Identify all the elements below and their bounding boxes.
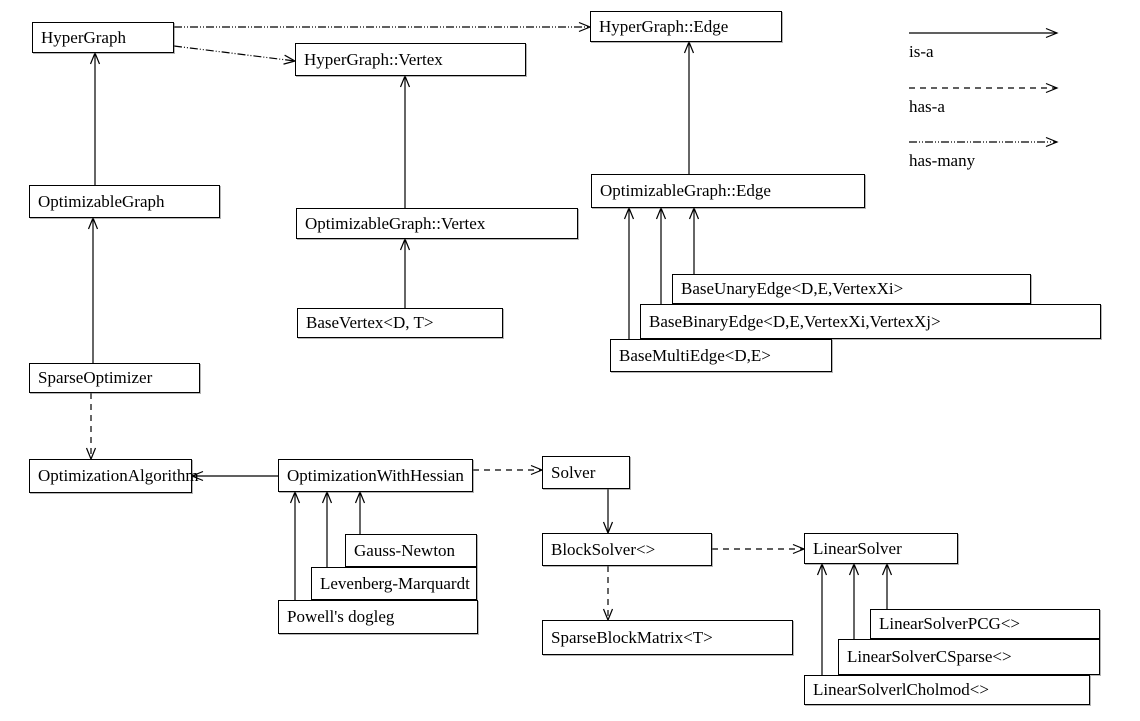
node-powells-dogleg: Powell's dogleg	[278, 600, 478, 634]
node-label: HyperGraph::Vertex	[304, 49, 443, 69]
node-label: OptimizationAlgorithm	[38, 466, 199, 485]
node-label: BaseUnaryEdge<D,E,VertexXi>	[681, 279, 904, 298]
node-sparse-block-matrix: SparseBlockMatrix<T>	[542, 620, 793, 655]
node-linear-solver: LinearSolver	[804, 533, 958, 564]
node-label: Solver	[551, 462, 596, 482]
node-label: OptimizableGraph::Vertex	[305, 213, 486, 233]
node-label: BaseBinaryEdge<D,E,VertexXi,VertexXj>	[649, 311, 941, 331]
node-base-unary-edge: BaseUnaryEdge<D,E,VertexXi>	[672, 274, 1031, 304]
node-label: BlockSolver<>	[551, 539, 656, 559]
node-label: SparseOptimizer	[38, 368, 153, 387]
node-base-vertex: BaseVertex<D, T>	[297, 308, 503, 338]
node-label: OptimizableGraph::Edge	[600, 181, 771, 200]
node-label: LinearSolver	[813, 538, 902, 558]
node-optimization-with-hessian: OptimizationWithHessian	[278, 459, 473, 492]
node-block-solver: BlockSolver<>	[542, 533, 712, 566]
node-linear-solver-pcg: LinearSolverPCG<>	[870, 609, 1100, 639]
node-gauss-newton: Gauss-Newton	[345, 534, 477, 567]
node-hypergraph-edge: HyperGraph::Edge	[590, 11, 782, 42]
node-label: OptimizableGraph	[38, 191, 165, 211]
node-optimizable-graph: OptimizableGraph	[29, 185, 220, 218]
node-solver: Solver	[542, 456, 630, 489]
node-linear-solver-cholmod: LinearSolverlCholmod<>	[804, 675, 1090, 705]
edge-has-many-hypergraph--hypergraph-vertex	[173, 45, 297, 65]
legend-label-has-many: has-many	[909, 151, 976, 170]
node-hypergraph: HyperGraph	[32, 22, 174, 53]
legend-label-is-a: is-a	[909, 42, 934, 61]
node-label: LinearSolverPCG<>	[879, 614, 1020, 633]
node-label: LinearSolverCSparse<>	[847, 647, 1012, 666]
node-optimizable-graph-vertex: OptimizableGraph::Vertex	[296, 208, 578, 239]
node-label: Powell's dogleg	[287, 607, 395, 626]
node-label: Levenberg-Marquardt	[320, 573, 470, 593]
node-label: OptimizationWithHessian	[287, 465, 464, 485]
node-hypergraph-vertex: HyperGraph::Vertex	[295, 43, 526, 76]
node-label: BaseMultiEdge<D,E>	[619, 345, 771, 365]
node-levenberg-marquardt: Levenberg-Marquardt	[311, 567, 477, 600]
node-label: SparseBlockMatrix<T>	[551, 627, 713, 647]
node-optimizable-graph-edge: OptimizableGraph::Edge	[591, 174, 865, 208]
node-label: LinearSolverlCholmod<>	[813, 680, 989, 699]
node-base-multi-edge: BaseMultiEdge<D,E>	[610, 339, 832, 372]
node-label: HyperGraph	[41, 27, 126, 47]
node-label: HyperGraph::Edge	[599, 16, 729, 36]
legend-label-has-a: has-a	[909, 97, 945, 116]
node-base-binary-edge: BaseBinaryEdge<D,E,VertexXi,VertexXj>	[640, 304, 1101, 339]
node-linear-solver-csparse: LinearSolverCSparse<>	[838, 639, 1100, 675]
node-optimization-algorithm: OptimizationAlgorithm	[29, 459, 199, 493]
node-label: BaseVertex<D, T>	[306, 313, 434, 332]
node-label: Gauss-Newton	[354, 540, 456, 560]
node-sparse-optimizer: SparseOptimizer	[29, 363, 200, 393]
